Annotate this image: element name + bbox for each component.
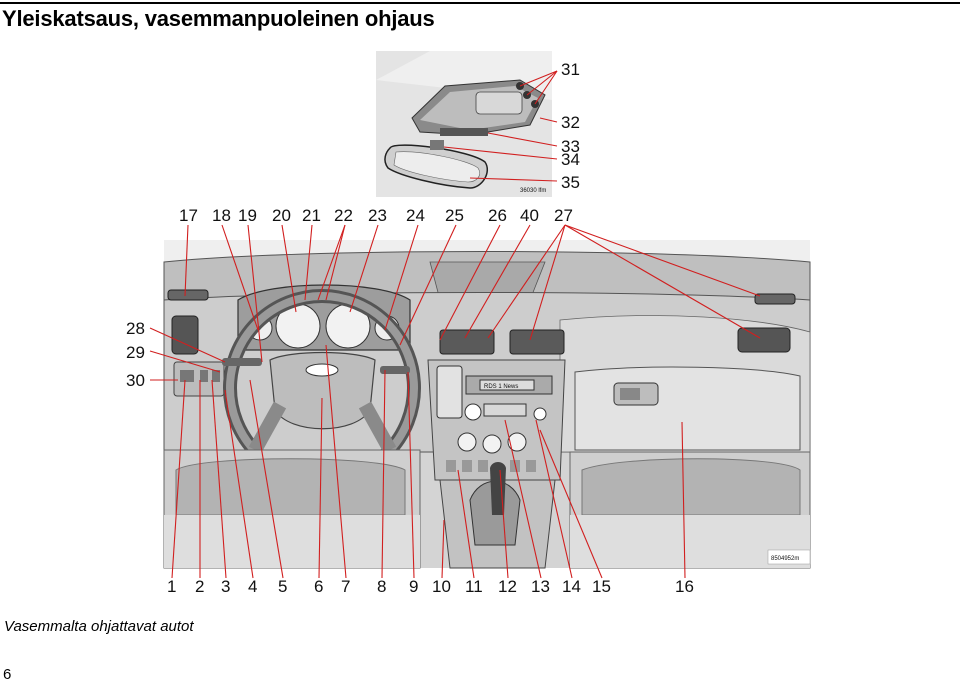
callout-1: 1 [167,577,176,596]
overhead-console-inset: 36030 lfm [376,51,552,197]
callout-12: 12 [498,577,517,596]
header-rule [0,2,960,4]
callout-2: 2 [195,577,204,596]
callout-29: 29 [126,343,145,362]
callout-6: 6 [314,577,323,596]
callout-26: 26 [488,206,507,225]
callout-25: 25 [445,206,464,225]
callout-3: 3 [221,577,230,596]
callouts-top: 31 32 33 34 35 [561,60,580,192]
callout-23: 23 [368,206,387,225]
callout-40: 40 [520,206,539,225]
callout-22: 22 [334,206,353,225]
callout-9: 9 [409,577,418,596]
leader-lines [149,224,761,579]
page-number: 6 [3,666,12,683]
callout-4: 4 [248,577,257,596]
callout-5: 5 [278,577,287,596]
callout-30: 30 [126,371,145,390]
figure-code: 8504952m [771,556,799,562]
figure-caption: Vasemmalta ohjattavat autot [4,618,194,635]
callout-27: 27 [554,206,573,225]
callout-34: 34 [561,150,580,169]
callout-10: 10 [432,577,451,596]
callout-15: 15 [592,577,611,596]
callout-8: 8 [377,577,386,596]
callout-20: 20 [272,206,291,225]
callout-16: 16 [675,577,694,596]
callout-7: 7 [341,577,350,596]
callout-33: 33 [561,137,580,156]
callouts-bottom: 1 2 3 4 5 6 7 8 9 10 11 12 13 14 15 16 [167,577,694,596]
inset-leader-lines [443,70,558,182]
callout-11: 11 [465,577,483,596]
callouts-left: 28 29 30 [126,319,145,390]
radio-display: RDS 1 News [484,384,518,390]
callout-13: 13 [531,577,550,596]
callout-14: 14 [562,577,581,596]
callout-28: 28 [126,319,145,338]
callout-18: 18 [212,206,231,225]
page-title: Yleiskatsaus, vasemmanpuoleinen ohjaus [2,6,435,31]
inset-code: 36030 lfm [520,188,546,194]
dashboard-drawing: RDS 1 News 8504952m [163,240,811,569]
callout-32: 32 [561,113,580,132]
callout-24: 24 [406,206,425,225]
callout-35: 35 [561,173,580,192]
callout-21: 21 [302,206,321,225]
callout-19: 19 [238,206,257,225]
callout-17: 17 [179,206,198,225]
callouts-upper: 17 18 19 20 21 22 23 24 25 26 40 27 [179,206,573,225]
callout-31: 31 [561,60,580,79]
